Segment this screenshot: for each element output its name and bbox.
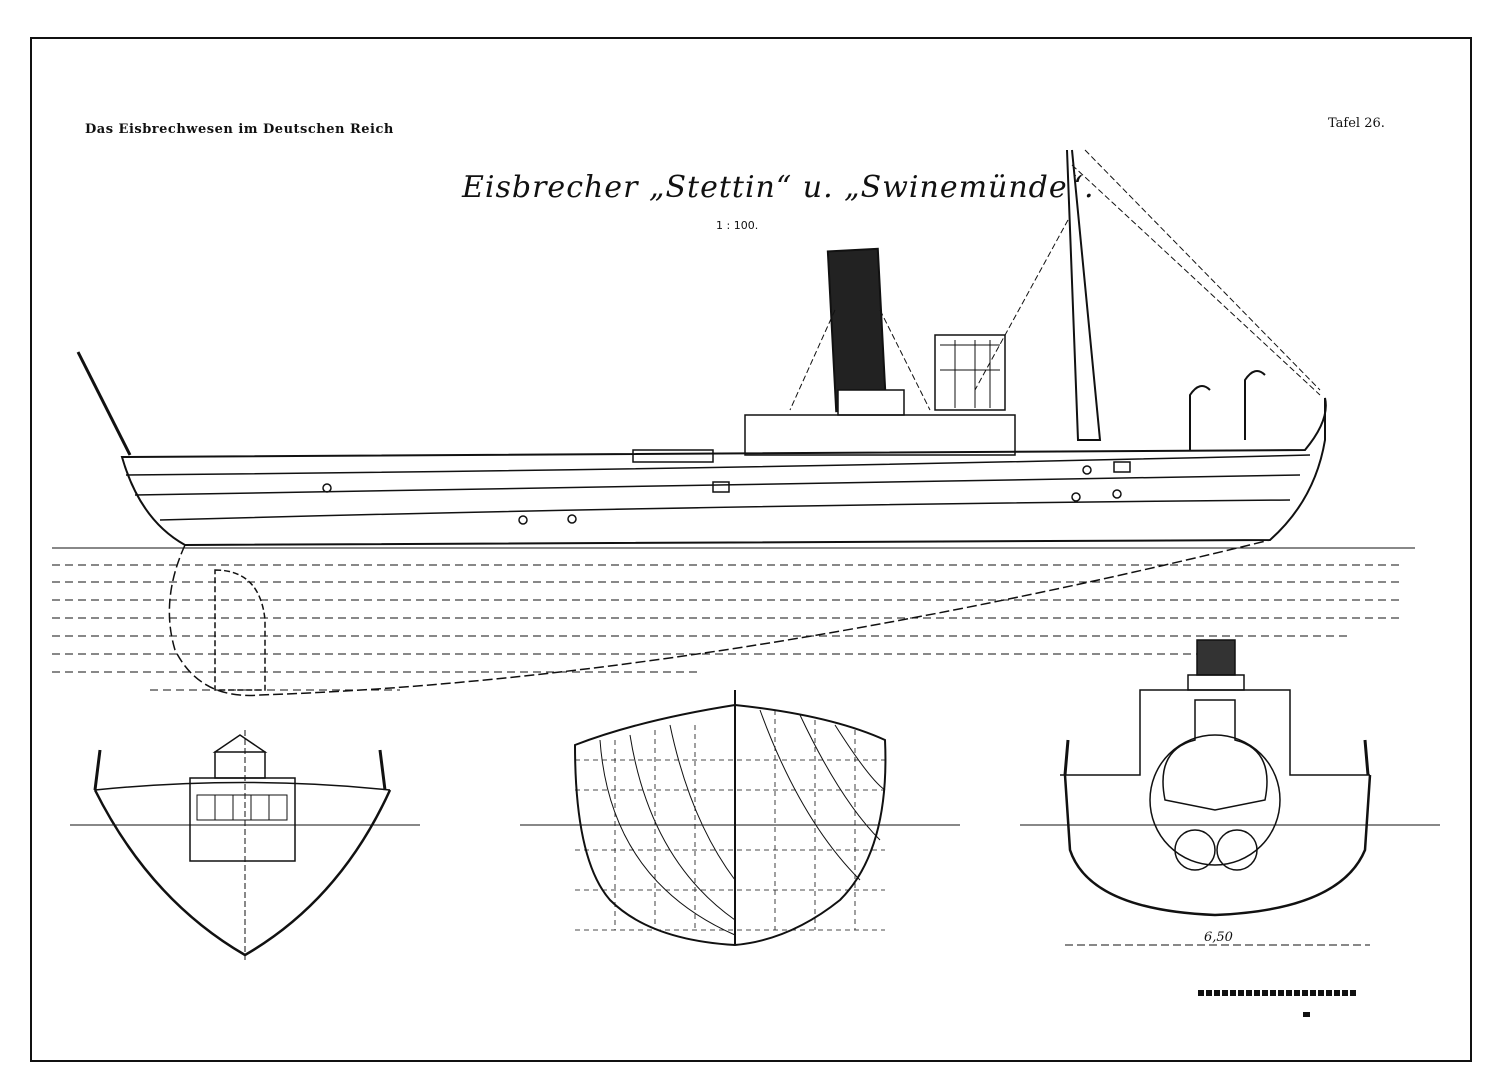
plate-number: Tafel 26. <box>1328 116 1385 131</box>
rudder <box>214 569 266 691</box>
body-plan-grid <box>575 710 885 931</box>
hull-section <box>93 789 392 957</box>
bowsprit <box>76 351 132 456</box>
boiler <box>1149 734 1281 866</box>
porthole <box>1071 492 1081 502</box>
funnel <box>826 247 888 413</box>
water-lines <box>52 547 1415 691</box>
porthole <box>1082 465 1092 475</box>
funnel-base <box>837 389 905 416</box>
wheelhouse-windows <box>940 340 1000 408</box>
cabin-windows <box>196 794 288 821</box>
underwater-hull-profile <box>168 539 1271 697</box>
frame-lines <box>599 709 886 936</box>
funnel-stub <box>1196 639 1236 676</box>
body-plan <box>520 690 960 947</box>
printer-imprint <box>1198 990 1358 996</box>
porthole <box>1112 489 1122 499</box>
deckhouse <box>744 414 1016 456</box>
mast <box>1066 149 1102 441</box>
hull-section <box>1063 774 1372 917</box>
hull-outline <box>120 397 1327 547</box>
port-hatch <box>1113 461 1131 473</box>
deck-line <box>1060 689 1370 776</box>
cabin-roof <box>212 734 268 779</box>
bulwark-stanchions <box>1063 739 1370 776</box>
skylight <box>632 449 714 463</box>
keel-line <box>159 499 1291 521</box>
wheelhouse <box>934 334 1006 411</box>
ventilators <box>1189 370 1266 450</box>
cross-section-boiler <box>1020 639 1440 946</box>
drawing-title: Eisbrecher „Stettin“ u. „Swinemünde“. <box>462 170 1095 205</box>
series-title: Das Eisbrechwesen im Deutschen Reich <box>85 122 394 137</box>
cross-section-cabin <box>70 730 420 960</box>
deck-beam <box>94 781 391 791</box>
sheer-line <box>125 454 1311 476</box>
porthole <box>567 514 577 524</box>
side-elevation <box>76 149 1327 547</box>
porthole <box>518 515 528 525</box>
furnace <box>1174 829 1216 871</box>
porthole <box>322 483 332 493</box>
plate-border <box>30 37 1472 1062</box>
rigging <box>789 149 1321 411</box>
printer-mark <box>1303 1012 1310 1017</box>
beam-dimension-label: 6,50 <box>1204 930 1233 945</box>
drawing-scale: 1 : 100. <box>716 219 759 232</box>
funnel-collar <box>1187 674 1245 691</box>
furnace <box>1216 829 1258 871</box>
bulwark-stanchions <box>93 749 387 791</box>
port-hatch <box>712 481 730 493</box>
rubbing-strake <box>134 474 1301 496</box>
uptake <box>1162 699 1268 811</box>
